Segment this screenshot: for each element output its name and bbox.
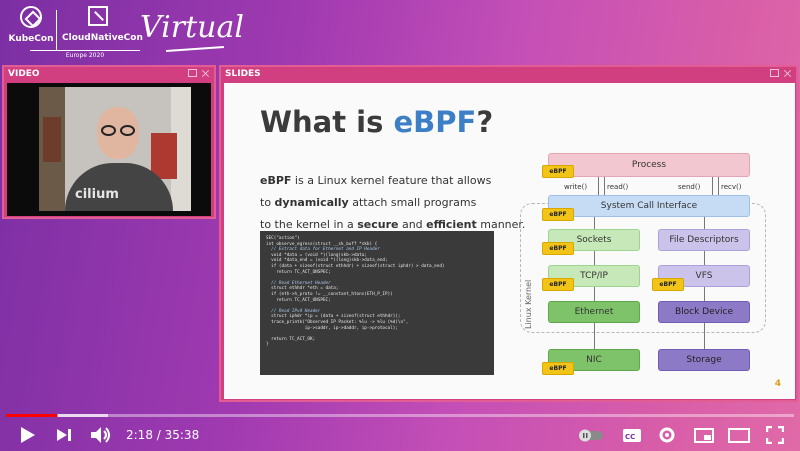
slides-panel-header: SLIDES (221, 67, 796, 81)
code-line: // Extract data for Ethernet and IP Head… (266, 247, 380, 253)
ebpf-badge: eBPF (542, 278, 574, 291)
syscall-read-label: read() (607, 183, 629, 191)
player-controls: CC (0, 420, 800, 451)
play-icon[interactable] (20, 426, 36, 444)
fullscreen-icon[interactable] (766, 426, 784, 444)
cloudnativecon-logo: CloudNativeCon (62, 6, 143, 43)
file-descriptors-box: File Descriptors (658, 229, 750, 251)
kubecon-logo: KubeCon (8, 6, 54, 44)
code-line: if (eth->h_proto != __constant_htons(ETH… (266, 291, 393, 297)
code-line: // Read IPv4 Header (266, 308, 321, 314)
seek-bar-played (6, 414, 58, 417)
event-branding: KubeCon CloudNativeCon Europe 2020 (0, 0, 240, 62)
slide-text-line: to the kernel in a secure and efficient … (260, 218, 526, 231)
code-line: } (266, 342, 269, 348)
slide-title: What is eBPF? (260, 105, 494, 139)
syscall-send-label: send() (678, 183, 701, 191)
code-line: void *data = (void *)(long)skb->data; (266, 252, 367, 258)
virtual-wordmark: Virtual (140, 10, 244, 45)
syscall-write-label: write() (564, 183, 588, 191)
ebpf-badge: eBPF (542, 242, 574, 255)
linux-kernel-label: Linux Kernel (524, 279, 533, 329)
kubernetes-wheel-icon (20, 6, 42, 28)
code-line: return TC_ACT_UNSPEC; (266, 269, 331, 275)
slides-panel: SLIDES What is eBPF? eBPF is a Linux ker… (219, 65, 798, 402)
ethernet-box: Ethernet (548, 301, 640, 323)
block-device-box: Block Device (658, 301, 750, 323)
storage-box: Storage (658, 349, 750, 371)
maximize-icon (188, 69, 197, 77)
code-line: struct iphdr *ip = (data + sizeof(struct… (266, 314, 401, 320)
slide-page-number: 4 (774, 379, 781, 389)
process-box: Process (548, 153, 750, 177)
code-line: // Read Ethernet Header (266, 280, 331, 286)
speaker-video: cilium (7, 83, 211, 216)
code-line: if (data + sizeof(struct ethhdr) + sizeo… (266, 263, 445, 269)
speaker-camera-feed: cilium (39, 87, 191, 211)
system-call-interface-box: System Call Interface (548, 195, 750, 217)
time-display: 2:18 / 35:38 (126, 428, 200, 442)
code-line: trace_printk("Observed IP Packet: %lu ->… (266, 319, 409, 325)
video-panel: VIDEO cilium (2, 65, 216, 219)
ebpf-badge: eBPF (542, 165, 574, 178)
svg-text:CC: CC (625, 433, 635, 441)
event-subtitle: Europe 2020 (30, 50, 140, 59)
ebpf-badge: eBPF (542, 208, 574, 221)
code-sample: SEC("action")int observe_egress(struct _… (260, 231, 494, 375)
ebpf-badge: eBPF (652, 278, 684, 291)
speaker-glasses (99, 125, 137, 136)
seek-bar-buffered (58, 414, 108, 417)
slide-text-line: eBPF is a Linux kernel feature that allo… (260, 174, 492, 187)
close-icon (201, 69, 210, 78)
code-line: ip->saddr, ip->daddr, ip->protocol); (266, 325, 398, 331)
close-icon (783, 69, 792, 78)
theater-mode-icon[interactable] (728, 428, 750, 443)
code-line: return TC_ACT_OK; (266, 336, 316, 342)
next-icon[interactable] (56, 428, 72, 442)
volume-icon[interactable] (90, 426, 112, 444)
ebpf-badge: eBPF (542, 362, 574, 375)
captions-icon[interactable]: CC (622, 428, 642, 443)
cloudnativecon-label: CloudNativeCon (62, 33, 143, 43)
code-line: int observe_egress(struct __sk_buff *skb… (266, 241, 378, 247)
seek-bar[interactable] (6, 414, 794, 417)
syscall-recv-label: recv() (721, 183, 742, 191)
code-line: struct ethhdr *eth = data; (266, 286, 339, 292)
maximize-icon (770, 69, 779, 77)
video-panel-header: VIDEO (4, 67, 214, 81)
autoplay-toggle-icon[interactable] (578, 428, 604, 442)
shirt-logo-text: cilium (75, 187, 119, 202)
video-panel-title: VIDEO (8, 69, 40, 79)
settings-gear-icon[interactable] (658, 426, 676, 444)
code-line: return TC_ACT_UNSPEC; (266, 297, 331, 303)
divider (56, 10, 57, 50)
slide-content: What is eBPF? eBPF is a Linux kernel fea… (224, 83, 795, 399)
code-line: void *data_end = (void *)(long)skb->data… (266, 258, 388, 264)
slides-panel-title: SLIDES (225, 69, 261, 79)
slide-text-line: to dynamically attach small programs (260, 196, 477, 209)
cncf-icon (88, 6, 108, 26)
miniplayer-icon[interactable] (694, 428, 714, 443)
kubecon-label: KubeCon (8, 34, 54, 44)
code-line: SEC("action") (266, 236, 300, 241)
